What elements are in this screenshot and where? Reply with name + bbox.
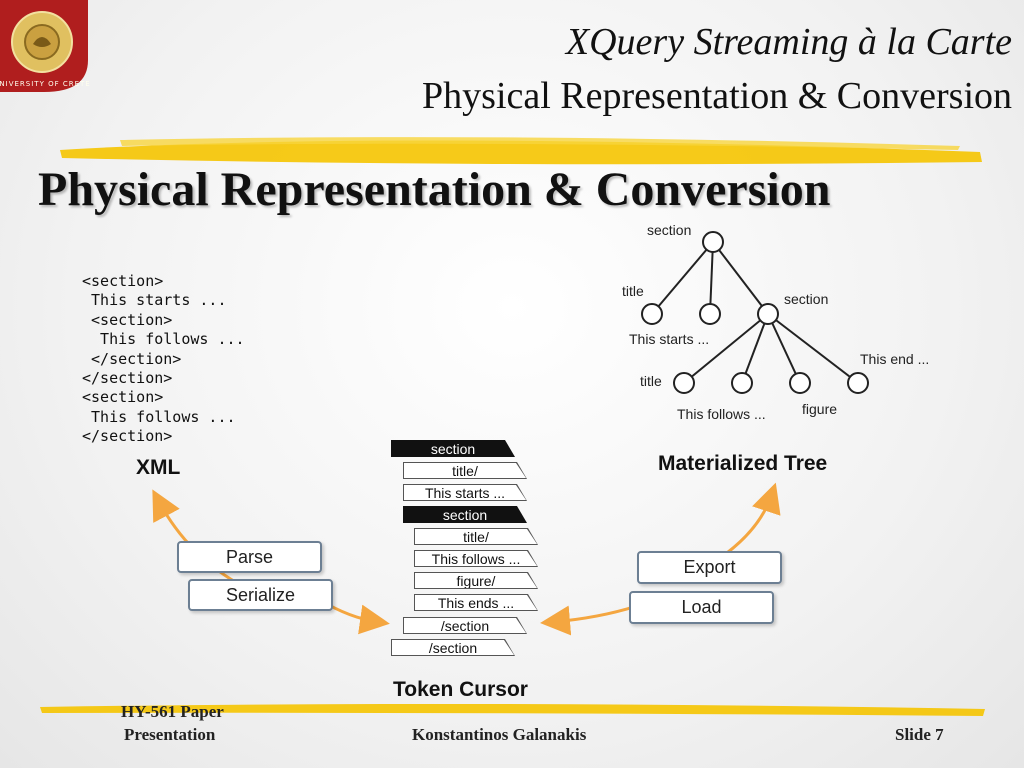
tree-label-title1: title bbox=[622, 283, 644, 299]
tree-label-root: section bbox=[647, 222, 692, 238]
tree-node-starts bbox=[699, 303, 721, 325]
serialize-button[interactable]: Serialize bbox=[188, 579, 333, 611]
svg-text:UNIVERSITY OF CRETE: UNIVERSITY OF CRETE bbox=[0, 80, 91, 88]
xml-code-line: This starts ... bbox=[82, 291, 227, 310]
tree-node-figure bbox=[789, 372, 811, 394]
token-item: title/ bbox=[414, 528, 538, 545]
tree-node-section2 bbox=[757, 303, 779, 325]
token-item: section bbox=[391, 440, 515, 457]
tree-label-follows: This follows ... bbox=[677, 406, 766, 422]
footer-author: Konstantinos Galanakis bbox=[412, 725, 587, 744]
token-cursor-label: Token Cursor bbox=[393, 678, 528, 701]
tree-label-figure: figure bbox=[802, 401, 838, 417]
tree-label-ends: This end ... bbox=[860, 351, 930, 367]
tree-node-title1 bbox=[641, 303, 663, 325]
university-logo: UNIVERSITY OF CRETE bbox=[0, 0, 91, 92]
xml-code-line: <section> bbox=[82, 272, 164, 290]
tree-label-section2: section bbox=[784, 291, 829, 307]
presentation-title: XQuery Streaming à la Carte bbox=[565, 21, 1012, 63]
xml-code-line: </section> bbox=[82, 349, 182, 368]
footer-slide-number: Slide 7 bbox=[895, 725, 944, 744]
tree-node-root bbox=[702, 231, 724, 253]
token-item: figure/ bbox=[414, 572, 538, 589]
xml-code-line: <section> bbox=[82, 310, 173, 329]
tree-node-title2 bbox=[673, 372, 695, 394]
footer-course-line1: HY-561 Paper bbox=[121, 702, 224, 721]
xml-code-line: </section> bbox=[82, 369, 173, 388]
materialized-tree-label: Materialized Tree bbox=[658, 452, 828, 475]
presentation-subtitle: Physical Representation & Conversion bbox=[422, 75, 1012, 117]
xml-code-line: <section> bbox=[82, 388, 164, 407]
parse-button[interactable]: Parse bbox=[177, 541, 322, 573]
token-item: This follows ... bbox=[414, 550, 538, 567]
token-item: This starts ... bbox=[403, 484, 527, 501]
tree-label-starts: This starts ... bbox=[629, 331, 710, 347]
xml-label: XML bbox=[136, 456, 181, 479]
xml-code-line: This follows ... bbox=[82, 330, 245, 349]
token-item: /section bbox=[403, 617, 527, 634]
token-item: section bbox=[403, 506, 527, 523]
token-item: This ends ... bbox=[414, 594, 538, 611]
slide-heading: Physical Representation & Conversion bbox=[38, 163, 831, 216]
xml-code-line: This follows ... bbox=[82, 407, 236, 426]
load-button[interactable]: Load bbox=[629, 591, 774, 624]
xml-code-block: <section> This starts ... <section> This… bbox=[82, 272, 245, 447]
xml-code-line: </section> bbox=[82, 427, 173, 446]
tree-label-title2: title bbox=[640, 373, 662, 389]
tree-node-follows bbox=[731, 372, 753, 394]
token-item: /section bbox=[391, 639, 515, 656]
token-item: title/ bbox=[403, 462, 527, 479]
tree-node-ends bbox=[847, 372, 869, 394]
export-button[interactable]: Export bbox=[637, 551, 782, 584]
footer-course-line2: Presentation bbox=[124, 725, 216, 744]
